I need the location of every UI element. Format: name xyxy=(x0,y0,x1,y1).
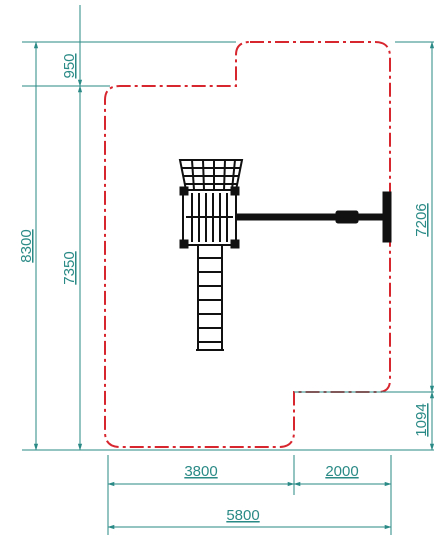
dim-label-bottom-left: 3800 xyxy=(184,463,217,480)
dim-label-right-height: 7206 xyxy=(413,203,430,236)
safety-zone-outline xyxy=(104,41,391,448)
swing-beam xyxy=(235,191,392,243)
climbing-frame xyxy=(178,159,244,191)
dim-label-top-offset: 950 xyxy=(61,53,78,78)
dim-label-bottom-right: 2000 xyxy=(325,463,358,480)
dim-label-total-width: 5800 xyxy=(226,507,259,524)
extension-lines xyxy=(22,41,434,535)
slide xyxy=(196,245,224,351)
dim-label-total-height: 8300 xyxy=(18,229,35,262)
tower-platform xyxy=(179,186,240,249)
dim-label-main-height: 7350 xyxy=(61,251,78,284)
dim-label-right-notch: 1094 xyxy=(413,403,430,436)
